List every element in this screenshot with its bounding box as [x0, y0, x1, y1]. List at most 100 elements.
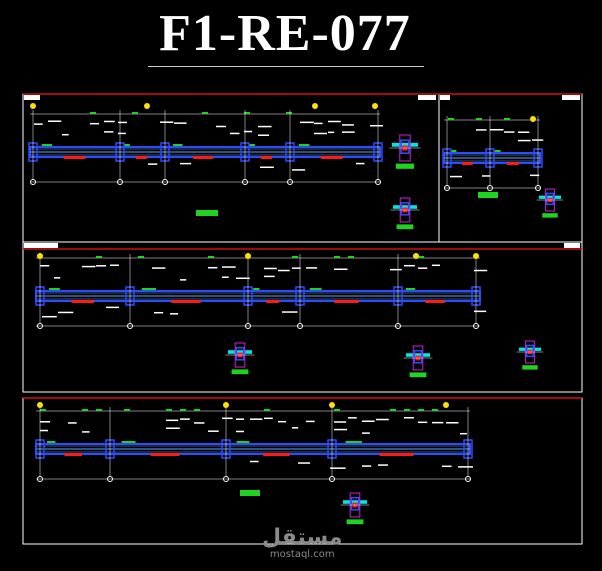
- green-tag: [132, 112, 138, 114]
- note-text: [300, 121, 314, 124]
- slab-section: [392, 142, 418, 147]
- green-tag: [40, 409, 46, 411]
- note-text: [292, 267, 301, 269]
- stirrup-tag: [41, 144, 53, 146]
- dimension-node: [162, 179, 168, 185]
- green-tag: [418, 256, 424, 258]
- stirrup-tag: [309, 288, 322, 290]
- sheet-frame-top-left: [22, 93, 440, 243]
- rebar-segment: [425, 300, 445, 303]
- note-text: [334, 268, 348, 271]
- watermark-site: mostaql.com: [269, 549, 335, 560]
- note-text: [314, 132, 327, 135]
- dimension-node: [535, 185, 541, 191]
- green-tag: [180, 409, 186, 411]
- green-tag: [138, 256, 144, 258]
- stirrup-tag: [494, 150, 501, 152]
- rebar-segment: [135, 156, 147, 159]
- rebar-segment: [150, 453, 180, 456]
- note-text: [236, 430, 244, 433]
- rebar-segment: [71, 300, 94, 303]
- note-text: [244, 130, 253, 133]
- note-text: [230, 132, 240, 135]
- note-text: [292, 427, 299, 429]
- note-text: [378, 464, 388, 466]
- dimension-node: [444, 185, 450, 191]
- note-text: [54, 277, 61, 279]
- dimension-node: [473, 323, 479, 329]
- grid-marker: [530, 116, 536, 122]
- stirrup-tag: [141, 288, 156, 290]
- green-tag: [194, 409, 200, 411]
- section-tag: [522, 365, 538, 370]
- note-text: [418, 267, 428, 269]
- note-text: [362, 465, 372, 467]
- note-text: [264, 275, 275, 278]
- note-text: [104, 120, 115, 123]
- note-text: [450, 175, 463, 178]
- grid-marker: [312, 103, 318, 109]
- green-tag: [404, 409, 410, 411]
- watermark: مستقل mostaql.com: [262, 527, 342, 561]
- note-text: [518, 131, 530, 133]
- note-text: [148, 163, 158, 165]
- note-text: [292, 169, 306, 171]
- note-text: [154, 311, 164, 314]
- dimension-node: [242, 179, 248, 185]
- sheet-frame-bottom: [22, 397, 583, 545]
- note-text: [152, 267, 166, 269]
- green-tag: [390, 409, 396, 411]
- note-text: [282, 311, 298, 313]
- note-text: [298, 462, 311, 464]
- note-text: [42, 315, 57, 318]
- note-text: [306, 420, 315, 423]
- green-tag: [476, 118, 482, 120]
- rebar-segment: [334, 300, 359, 303]
- section-tag: [231, 369, 249, 375]
- note-text: [460, 432, 467, 435]
- note-text: [432, 421, 444, 424]
- dimension-node: [37, 323, 43, 329]
- note-text: [166, 427, 180, 430]
- green-tag: [432, 409, 438, 411]
- note-text: [328, 120, 341, 123]
- green-tag: [292, 256, 298, 258]
- note-text: [362, 432, 370, 434]
- rebar-segment: [64, 453, 82, 456]
- note-text: [166, 419, 179, 422]
- beam-section: [545, 192, 555, 206]
- note-text: [58, 311, 74, 314]
- green-tag: [334, 409, 340, 411]
- dimension-node: [487, 185, 493, 191]
- note-text: [170, 313, 179, 315]
- note-text: [418, 421, 428, 424]
- section-tag: [542, 213, 558, 218]
- rebar-segment: [379, 453, 414, 456]
- note-text: [490, 128, 504, 131]
- note-text: [258, 125, 272, 128]
- note-text: [180, 162, 192, 165]
- note-text: [82, 431, 90, 433]
- stirrup-tag: [236, 441, 250, 443]
- green-tag: [96, 409, 102, 411]
- note-text: [236, 277, 250, 280]
- grid-marker: [413, 253, 419, 259]
- green-tag: [504, 118, 510, 120]
- watermark-arabic: مستقل: [262, 525, 343, 550]
- dimension-node: [127, 323, 133, 329]
- green-tag: [124, 409, 130, 411]
- section-tag: [396, 224, 414, 230]
- dimension-node: [375, 179, 381, 185]
- note-text: [404, 264, 415, 267]
- note-text: [216, 125, 226, 128]
- green-tag: [202, 112, 208, 114]
- note-text: [208, 430, 219, 432]
- note-text: [474, 269, 488, 272]
- green-tag: [334, 256, 340, 258]
- note-text: [530, 174, 540, 177]
- note-text: [370, 124, 384, 127]
- green-tag: [90, 112, 96, 114]
- rebar-segment: [320, 156, 343, 159]
- stirrup-tag: [298, 144, 310, 146]
